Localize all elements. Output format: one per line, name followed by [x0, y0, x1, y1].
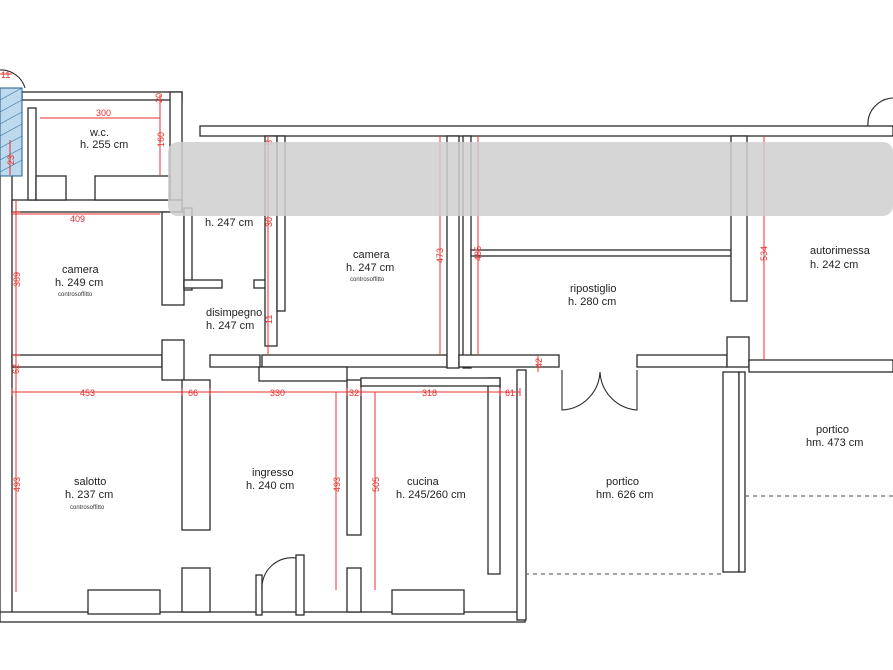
dim-salotto-width: 453: [80, 388, 95, 398]
dim-small-wall-1: 11: [264, 315, 274, 324]
room-portico-center-name: portico: [606, 476, 639, 488]
dim-wall-c: 61: [505, 388, 515, 398]
dim-small-wall-2: 30: [264, 217, 274, 227]
dim-ripostiglio-height: 485: [473, 246, 483, 261]
dim-wall-b: 32: [349, 388, 359, 398]
dim-wall-a: 66: [188, 388, 198, 398]
room-labels: w.c. h. 255 cm camera h. 249 cm controso…: [55, 127, 871, 511]
dim-wc-height: 160: [156, 132, 166, 147]
room-autorimessa-name: autorimessa: [810, 245, 871, 257]
window-hatch-lines: [0, 87, 23, 173]
room-wc-name: w.c.: [89, 127, 109, 139]
portico-dashed-lines: [525, 495, 893, 575]
dim-cucina-width: 318: [422, 388, 437, 398]
room-cucina-height: h. 245/260 cm: [396, 489, 466, 501]
dim-side-a: 11: [1, 70, 10, 80]
dimension-ticks: [11, 211, 521, 396]
redaction-blur: [168, 142, 893, 216]
room-camera-left-height: h. 249 cm: [55, 277, 103, 289]
room-camera-left-name: camera: [62, 264, 100, 276]
dim-autorimessa-height: 534: [759, 246, 769, 261]
room-camera-mid-note: controsoffitto: [350, 277, 385, 283]
room-portico-right-name: portico: [816, 424, 849, 436]
room-salotto-height: h. 237 cm: [65, 489, 113, 501]
room-top-mid-height: h. 247 cm: [205, 217, 253, 229]
room-disimpegno-name: disimpegno: [206, 307, 262, 319]
dimension-lines: [0, 73, 765, 592]
room-ingresso-height: h. 240 cm: [246, 480, 294, 492]
doors: [0, 69, 893, 591]
dim-small-wall-4: 42: [534, 358, 544, 368]
dim-cucina-height: 505: [371, 477, 381, 492]
dim-camera-left-height: 389: [12, 272, 22, 287]
dim-camera-left-width: 409: [70, 214, 85, 224]
dim-left-gap: 62: [11, 364, 21, 374]
walls: [0, 91, 893, 623]
room-ingresso-name: ingresso: [252, 467, 294, 479]
dim-ingresso-width: 330: [270, 388, 285, 398]
room-portico-right-height: hm. 473 cm: [806, 437, 863, 449]
dim-wc-top: 20: [154, 93, 164, 103]
dim-left-bottom: 493: [12, 477, 22, 492]
room-ripostiglio-name: ripostiglio: [570, 283, 616, 295]
room-camera-mid-name: camera: [353, 249, 391, 261]
room-salotto-note: controsoffitto: [70, 505, 105, 511]
room-camera-mid-height: h. 247 cm: [346, 262, 394, 274]
dim-ingresso-height: 493: [332, 477, 342, 492]
room-cucina-name: cucina: [407, 476, 440, 488]
room-disimpegno-height: h. 247 cm: [206, 320, 254, 332]
dimension-labels: 300 20 160 409 389 62 493 11 23 453 66 3…: [1, 70, 769, 492]
room-salotto-name: salotto: [74, 476, 106, 488]
room-portico-center-height: hm. 626 cm: [596, 489, 653, 501]
dim-side-b: 23: [6, 155, 16, 165]
window-hatched: [0, 87, 23, 177]
room-autorimessa-height: h. 242 cm: [810, 259, 858, 271]
room-wc-height: h. 255 cm: [80, 139, 128, 151]
dim-wc-width: 300: [96, 108, 111, 118]
dim-camera-mid-height: 473: [435, 248, 445, 263]
room-ripostiglio-height: h. 280 cm: [568, 296, 616, 308]
room-camera-left-note: controsoffitto: [58, 292, 93, 298]
